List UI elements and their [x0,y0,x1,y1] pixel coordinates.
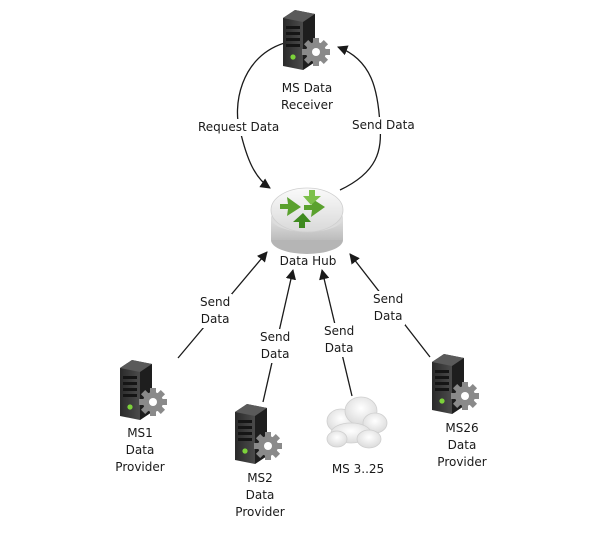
edge-label-send-ms2: Send Data [258,329,293,363]
router-hub-icon [270,187,344,254]
server-gear-icon [235,404,282,464]
edge-label-send-ms3: Send Data [322,323,357,357]
edge-label-request-data: Request Data [196,119,282,136]
node-label-ms2: MS2 Data Provider [235,471,285,519]
cloud-icon [326,396,388,449]
edge-label-send-data-top: Send Data [350,117,417,134]
node-label-hub: Data Hub [279,254,337,268]
server-gear-icon [432,354,479,414]
server-gear-icon [120,360,167,420]
node-label-ms26: MS26 Data Provider [437,421,487,469]
edge-label-send-ms26: Send Data [371,291,406,325]
edge-request-data [236,41,289,189]
edge-label-send-ms1: Send Data [198,294,233,328]
server-gear-icon [283,10,330,70]
node-label-ms3-25: MS 3..25 [331,462,385,476]
node-label-receiver: MS Data Receiver [281,81,333,112]
node-label-ms1: MS1 Data Provider [115,426,165,474]
